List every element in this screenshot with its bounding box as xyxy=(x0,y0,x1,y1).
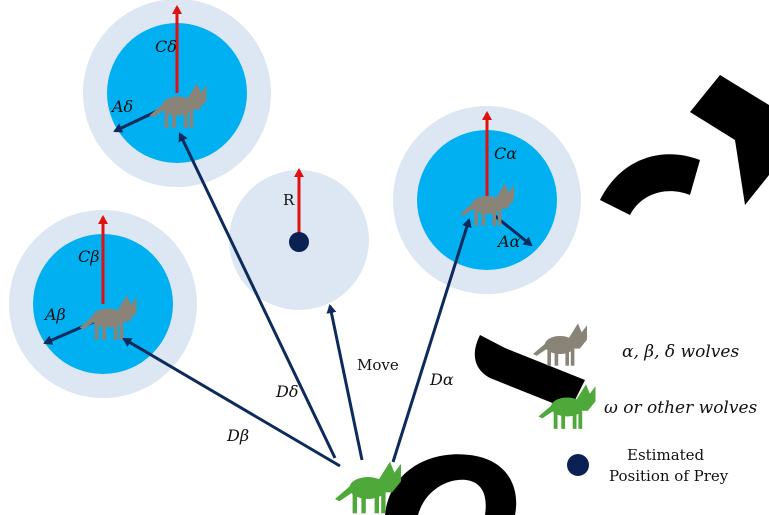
c-beta-label: Cβ xyxy=(78,247,100,266)
d-alpha-label: Dα xyxy=(429,370,454,389)
a-delta-label: Aδ xyxy=(110,97,133,116)
prey-zone: R xyxy=(229,168,369,310)
d-alpha-arrow xyxy=(391,218,472,463)
gray-wolf-icon xyxy=(533,323,587,366)
alpha-wolf-zone: Cα Aα xyxy=(393,106,581,294)
delta-wolf-zone: Cδ Aδ xyxy=(83,0,271,187)
move-label: Move xyxy=(357,356,399,374)
d-delta-label: Dδ xyxy=(275,382,298,401)
watermark xyxy=(385,75,769,515)
a-alpha-label: Aα xyxy=(496,232,521,251)
legend-prey-line1: Estimated xyxy=(627,446,705,464)
d-delta-arrow xyxy=(178,132,337,459)
legend-other-wolves: ω or other wolves xyxy=(604,398,758,418)
d-beta-arrow xyxy=(122,337,341,468)
r-label: R xyxy=(283,191,295,209)
beta-wolf-zone: Cβ Aβ xyxy=(9,210,197,398)
c-alpha-label: Cα xyxy=(494,144,517,163)
prey-dot-icon xyxy=(289,232,309,252)
legend-leader-wolves: α, β, δ wolves xyxy=(622,342,739,362)
d-beta-label: Dβ xyxy=(226,426,249,445)
move-arrow xyxy=(326,304,364,461)
a-beta-label: Aβ xyxy=(43,305,66,324)
c-delta-label: Cδ xyxy=(155,37,177,56)
prey-dot-icon xyxy=(567,454,589,476)
legend: α, β, δ wolves ω or other wolves Estimat… xyxy=(533,323,758,485)
legend-prey-line2: Position of Prey xyxy=(609,467,729,485)
